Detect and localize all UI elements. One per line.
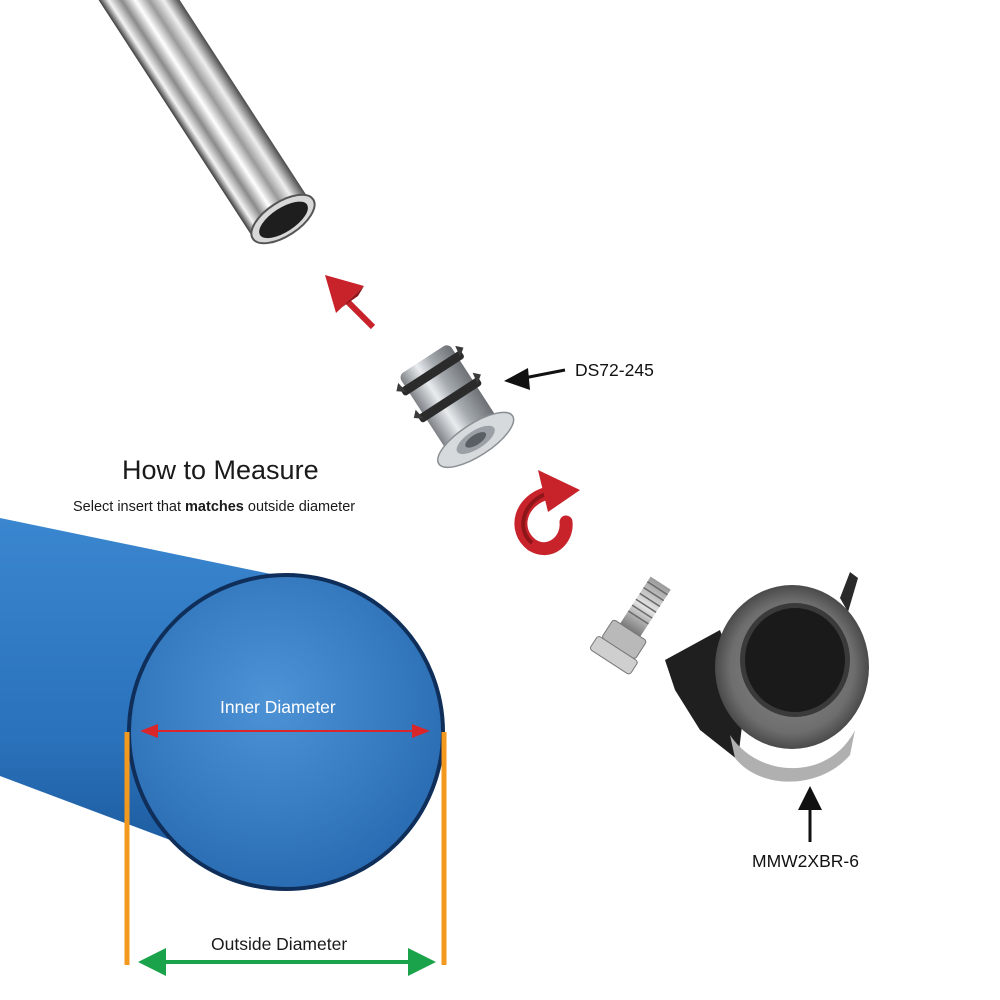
instruction-text-end: outside diameter — [243, 499, 356, 515]
caster-label-pointer — [798, 786, 822, 842]
outside-diameter-label: Outside Diameter — [211, 934, 348, 954]
chrome-tube — [51, 0, 316, 245]
insert-part-label: DS72-245 — [575, 360, 654, 380]
caster-wheel — [590, 572, 869, 782]
caster-part-label: MMW2XBR-6 — [752, 851, 859, 871]
insert-part — [396, 345, 515, 469]
outside-diameter-arrow — [138, 948, 436, 976]
inner-diameter-arrow — [140, 724, 430, 738]
outside-edge-markers — [124, 732, 447, 965]
instruction-text-start: Select insert that — [73, 499, 186, 515]
insert-direction-arrow — [325, 275, 376, 330]
rotate-arrow-icon — [514, 470, 580, 556]
inner-diameter-label: Inner Diameter — [220, 697, 336, 717]
instruction-emphasis: matches — [185, 499, 244, 515]
insert-label-pointer — [504, 368, 566, 390]
page-title: How to Measure — [122, 455, 319, 485]
instruction-text: Select insert that matches outside diame… — [73, 499, 355, 515]
